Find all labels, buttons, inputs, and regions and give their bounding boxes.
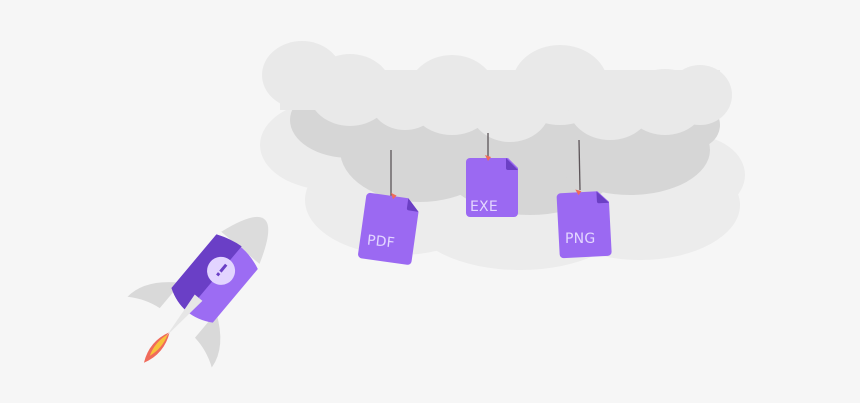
cloud-top bbox=[262, 41, 732, 142]
file-png bbox=[556, 189, 612, 259]
file-exe bbox=[466, 155, 518, 217]
file-label-exe: EXE bbox=[470, 199, 498, 215]
file-pdf bbox=[358, 192, 419, 265]
file-label-pdf: PDF bbox=[366, 232, 396, 252]
rocket-icon bbox=[127, 216, 269, 368]
hanging-strings bbox=[390, 133, 581, 196]
file-label-png: PNG bbox=[565, 231, 596, 247]
